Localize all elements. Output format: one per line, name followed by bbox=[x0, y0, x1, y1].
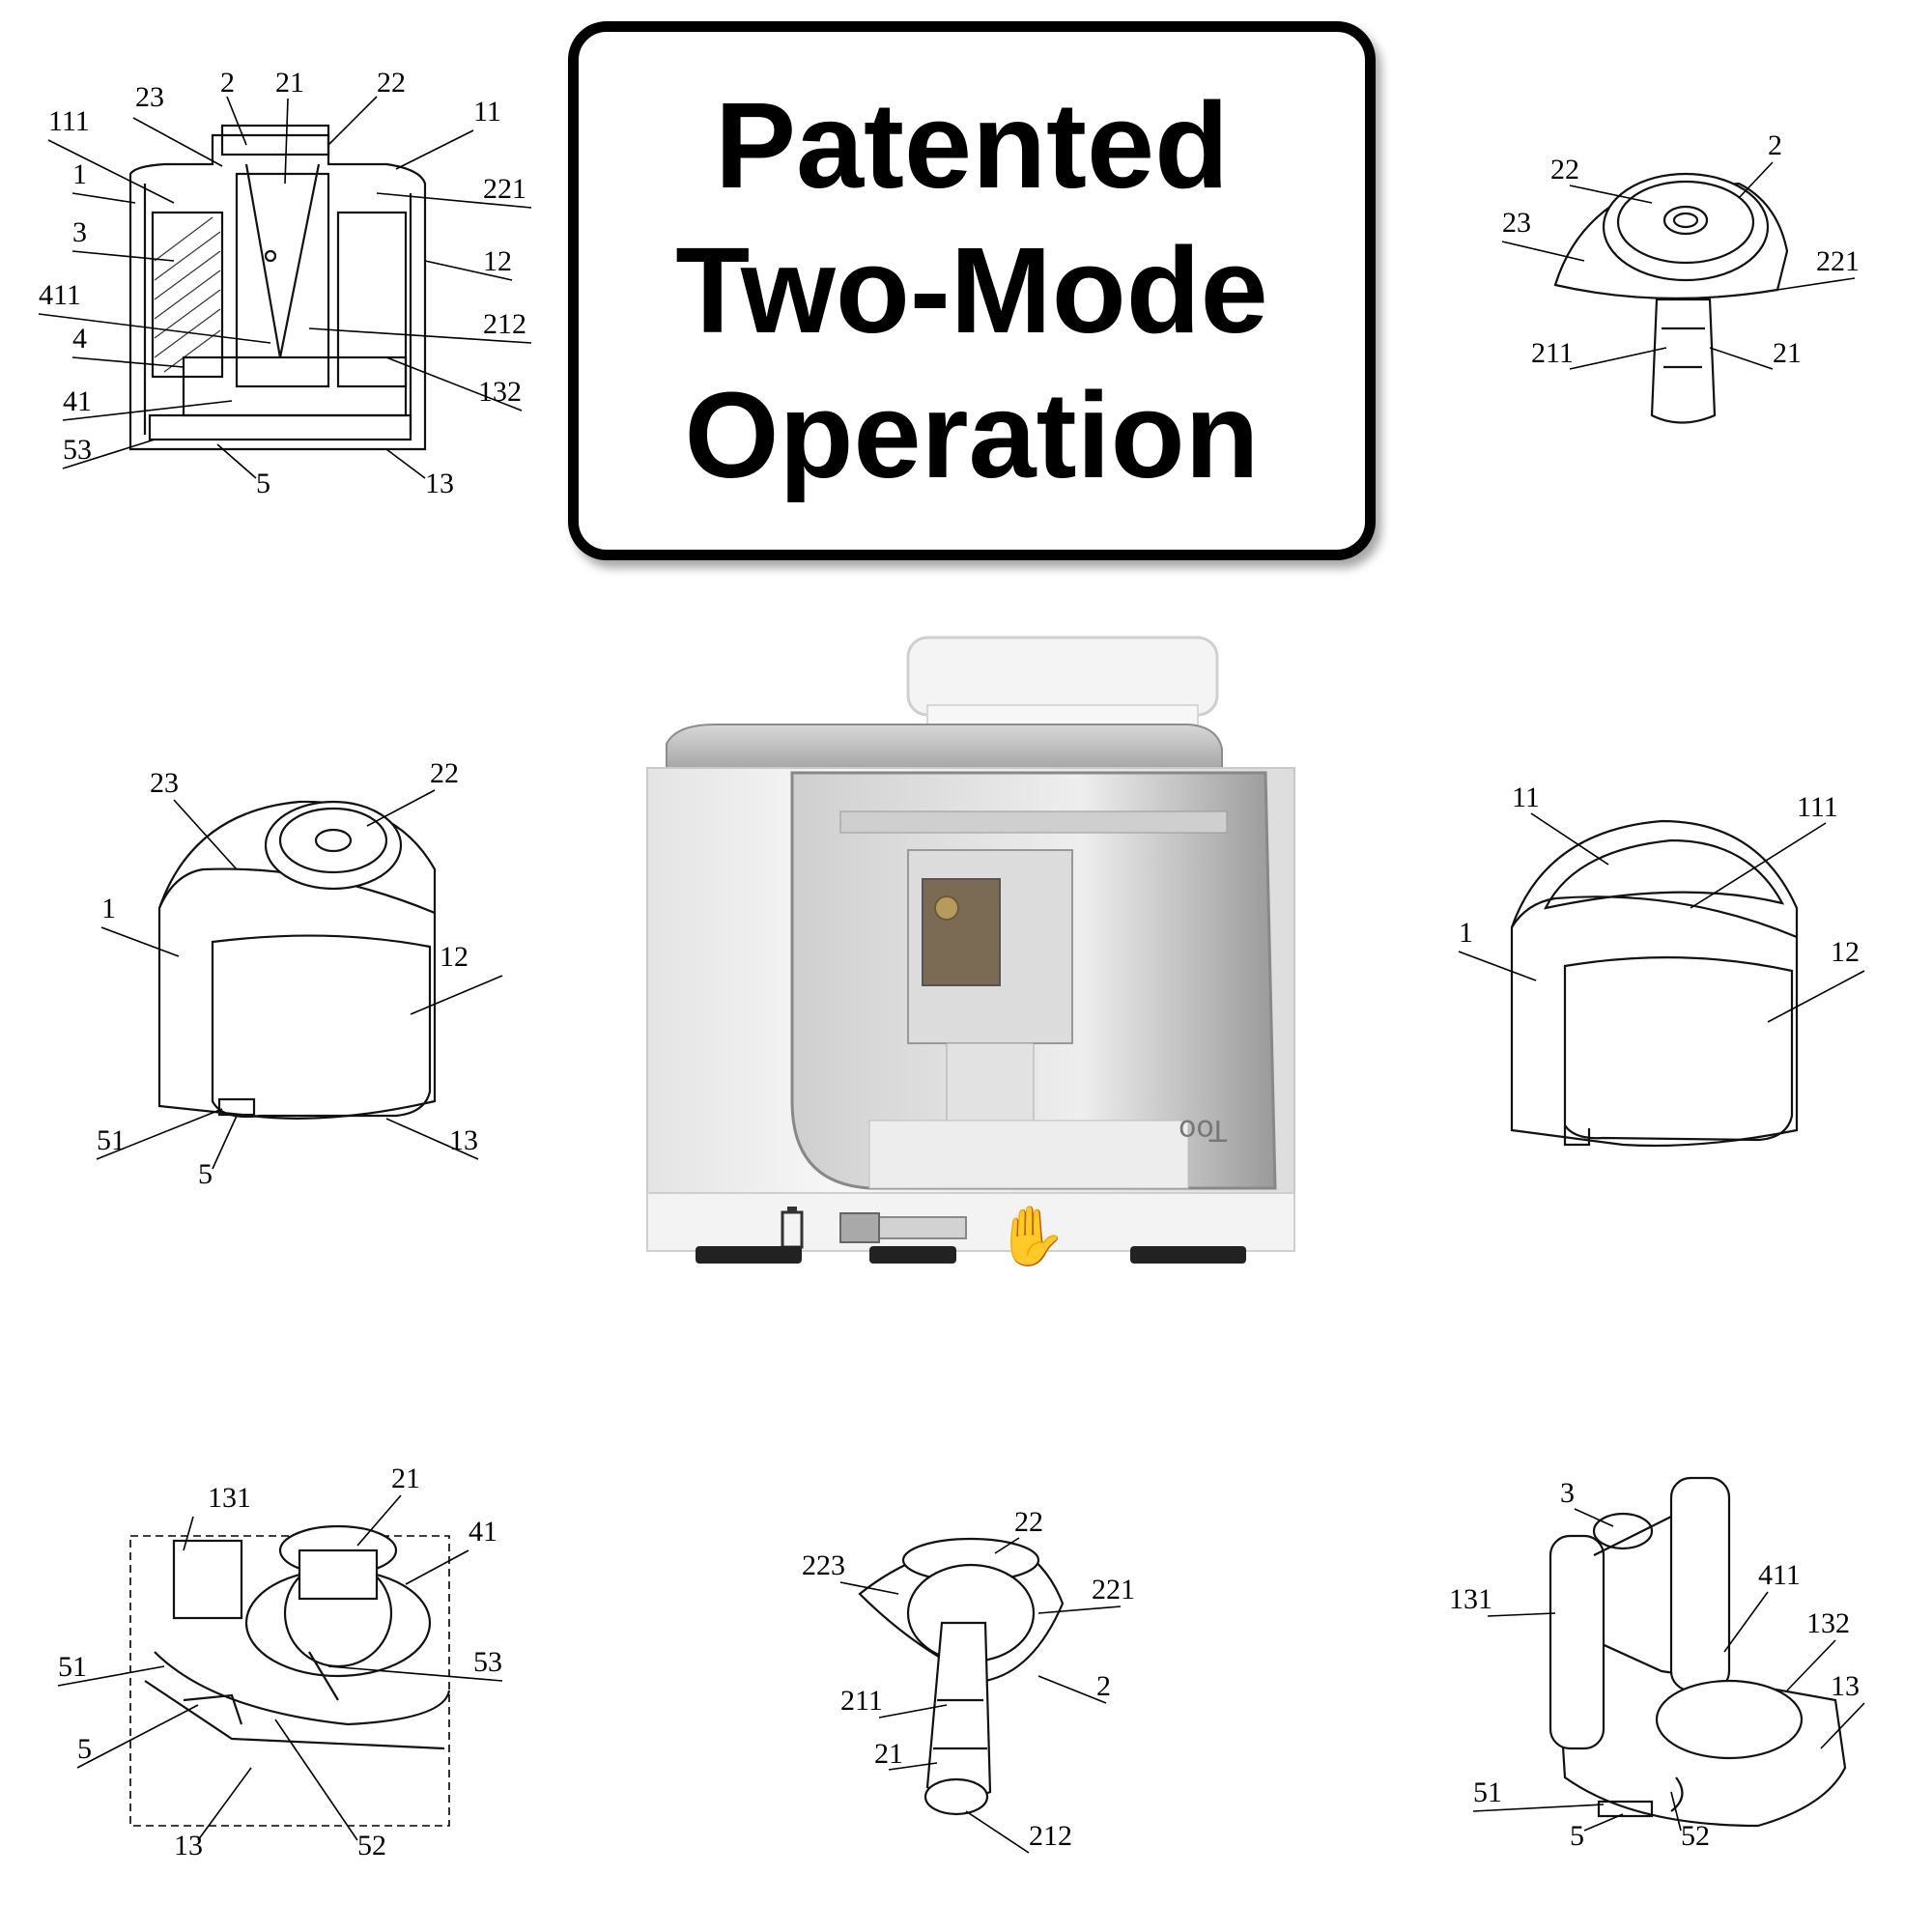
label-12: 12 bbox=[483, 245, 512, 277]
label-132: 132 bbox=[478, 376, 522, 408]
label-1: 1 bbox=[1459, 917, 1473, 949]
label-1: 1 bbox=[72, 158, 87, 190]
label-41: 41 bbox=[63, 385, 92, 417]
label-53: 53 bbox=[473, 1646, 502, 1678]
blade-assembly-diagram: 22 223 221 211 2 21 212 bbox=[792, 1506, 1179, 1874]
housing-closed-labels: 23 22 1 12 51 5 13 bbox=[96, 757, 503, 1190]
label-21: 21 bbox=[874, 1738, 903, 1770]
label-23: 23 bbox=[135, 81, 164, 113]
label-12: 12 bbox=[440, 941, 469, 973]
foot-right bbox=[1130, 1246, 1246, 1264]
label-22: 22 bbox=[377, 67, 406, 99]
housing-open-drawing bbox=[1510, 819, 1799, 1148]
brand-text: Too bbox=[1179, 1113, 1228, 1147]
label-411: 411 bbox=[39, 279, 81, 311]
base-internal-labels: 3 131 411 132 13 51 5 52 bbox=[1449, 1477, 1865, 1852]
bottom-detail-drawing bbox=[129, 1524, 451, 1827]
label-52: 52 bbox=[1681, 1820, 1710, 1852]
label-111: 111 bbox=[48, 105, 90, 137]
switch-knob[interactable] bbox=[839, 1212, 880, 1243]
blade-assembly-labels: 22 223 221 211 2 21 212 bbox=[802, 1506, 1135, 1854]
cross-section-labels: 23 2 21 22 111 11 1 221 3 12 411 212 4 1… bbox=[38, 67, 532, 499]
top-assembly-diagram: 22 2 23 221 211 21 bbox=[1488, 116, 1893, 444]
product-photo: Too ✋ bbox=[638, 618, 1314, 1372]
title-line-2: Two-Mode bbox=[675, 222, 1268, 358]
label-13: 13 bbox=[449, 1124, 478, 1156]
label-11: 11 bbox=[1512, 781, 1540, 813]
label-212: 212 bbox=[483, 308, 526, 340]
sharpener-render: Too ✋ bbox=[646, 636, 1295, 1270]
label-12: 12 bbox=[1831, 936, 1860, 968]
foot-left bbox=[696, 1246, 802, 1264]
label-3: 3 bbox=[72, 216, 87, 248]
label-221: 221 bbox=[1816, 245, 1860, 277]
label-21: 21 bbox=[275, 67, 304, 99]
top-assembly-labels: 22 2 23 221 211 21 bbox=[1501, 129, 1860, 370]
base-strip bbox=[646, 1192, 1295, 1252]
cross-section-diagram: 23 2 21 22 111 11 1 221 3 12 411 212 4 1… bbox=[38, 67, 541, 522]
label-4: 4 bbox=[72, 323, 87, 355]
label-13: 13 bbox=[174, 1830, 203, 1861]
label-23: 23 bbox=[1502, 207, 1531, 239]
title-line-3: Operation bbox=[684, 367, 1260, 503]
label-223: 223 bbox=[802, 1549, 845, 1581]
label-22: 22 bbox=[1550, 154, 1579, 185]
housing-closed-drawing bbox=[157, 800, 437, 1120]
label-2: 2 bbox=[1096, 1670, 1111, 1702]
label-131: 131 bbox=[208, 1482, 251, 1514]
label-5: 5 bbox=[77, 1733, 92, 1765]
label-23: 23 bbox=[150, 767, 179, 799]
housing-closed-diagram: 23 22 1 12 51 5 13 bbox=[77, 734, 531, 1198]
knob bbox=[906, 636, 1219, 717]
base-internal-drawing bbox=[1548, 1476, 1847, 1828]
label-21: 21 bbox=[391, 1463, 420, 1494]
label-11: 11 bbox=[473, 96, 501, 128]
label-51: 51 bbox=[1473, 1776, 1502, 1808]
label-131: 131 bbox=[1449, 1583, 1492, 1615]
label-51: 51 bbox=[58, 1651, 87, 1683]
bottom-detail-labels: 131 21 41 51 53 5 13 52 bbox=[57, 1463, 503, 1861]
label-21: 21 bbox=[1773, 337, 1802, 369]
hand-icon: ✋ bbox=[995, 1203, 1067, 1270]
label-211: 211 bbox=[1531, 337, 1574, 369]
label-221: 221 bbox=[483, 173, 526, 205]
title-box: Patented Two-Mode Operation bbox=[568, 21, 1376, 560]
label-22: 22 bbox=[430, 757, 459, 789]
label-5: 5 bbox=[1570, 1820, 1584, 1852]
label-5: 5 bbox=[198, 1158, 213, 1190]
label-51: 51 bbox=[97, 1124, 126, 1156]
label-13: 13 bbox=[425, 468, 454, 499]
label-1: 1 bbox=[101, 893, 116, 924]
top-assembly-drawing bbox=[1553, 172, 1789, 424]
label-13: 13 bbox=[1831, 1670, 1860, 1702]
label-211: 211 bbox=[840, 1685, 883, 1717]
label-22: 22 bbox=[1014, 1506, 1043, 1538]
blade-assembly-drawing bbox=[858, 1537, 1065, 1816]
label-3: 3 bbox=[1560, 1477, 1575, 1509]
base-internal-diagram: 3 131 411 132 13 51 5 52 bbox=[1439, 1459, 1893, 1884]
label-5: 5 bbox=[256, 468, 270, 499]
label-2: 2 bbox=[1768, 129, 1782, 161]
label-212: 212 bbox=[1029, 1820, 1072, 1852]
label-411: 411 bbox=[1758, 1559, 1801, 1591]
housing-open-labels: 11 111 1 12 bbox=[1458, 781, 1865, 1023]
label-2: 2 bbox=[220, 67, 235, 99]
title-line-1: Patented bbox=[714, 77, 1230, 213]
housing-open-diagram: 11 111 1 12 bbox=[1439, 763, 1884, 1188]
label-52: 52 bbox=[357, 1830, 386, 1861]
silver-top bbox=[666, 724, 1223, 769]
label-221: 221 bbox=[1092, 1574, 1135, 1605]
foot-middle bbox=[869, 1246, 956, 1264]
label-41: 41 bbox=[469, 1516, 497, 1548]
label-111: 111 bbox=[1797, 791, 1838, 823]
label-132: 132 bbox=[1806, 1607, 1850, 1639]
bottom-detail-diagram: 131 21 41 51 53 5 13 52 bbox=[39, 1459, 541, 1884]
